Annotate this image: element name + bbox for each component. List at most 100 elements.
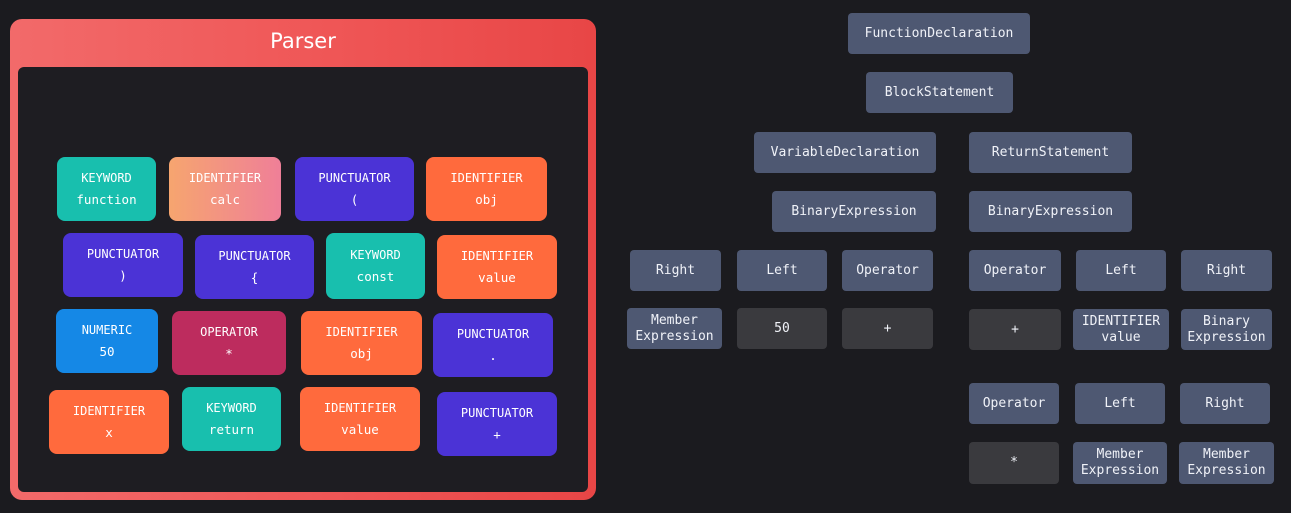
token-kind: PUNCTUATOR [218, 249, 291, 263]
token-value: value [341, 422, 379, 437]
token-kind: KEYWORD [81, 171, 132, 185]
ast-right-label: Right [1180, 383, 1270, 424]
node-label: VariableDeclaration [770, 144, 920, 160]
ast-variable-declaration: VariableDeclaration [754, 132, 936, 173]
ast-binary-expression-left: BinaryExpression [772, 191, 936, 232]
token-identifier: IDENTIFIER calc [169, 157, 281, 221]
node-label: BinaryExpression [791, 203, 917, 219]
token-identifier: IDENTIFIER obj [301, 311, 422, 375]
token-kind: PUNCTUATOR [86, 247, 160, 261]
token-identifier: IDENTIFIER value [437, 235, 557, 299]
node-value-line: + [1011, 321, 1019, 337]
node-label: Right [1206, 262, 1247, 278]
node-label: Left [766, 262, 798, 278]
token-keyword: KEYWORD return [182, 387, 281, 451]
token-punctuator: PUNCTUATOR ) [63, 233, 183, 297]
token-punctuator: PUNCTUATOR ( [295, 157, 414, 221]
token-kind: IDENTIFIER [323, 401, 397, 415]
token-keyword: KEYWORD const [326, 233, 425, 299]
ast-operator-label: Operator [842, 250, 933, 291]
node-value-line: Binary [1203, 313, 1250, 329]
ast-left-label: Left [1075, 383, 1165, 424]
node-label: ReturnStatement [991, 144, 1110, 160]
token-punctuator: PUNCTUATOR + [437, 392, 557, 456]
ast-function-declaration: FunctionDeclaration [848, 13, 1030, 54]
ast-left-label: Left [737, 250, 827, 291]
ast-operator-label: Operator [969, 383, 1059, 424]
token-value: { [250, 270, 259, 285]
token-value: const [356, 269, 395, 284]
ast-operator-value: + [842, 308, 933, 349]
node-label: Operator [983, 262, 1047, 278]
node-label: Right [1205, 395, 1245, 411]
token-identifier: IDENTIFIER obj [426, 157, 547, 221]
ast-left-label: Left [1076, 250, 1166, 291]
ast-binary-expression-right: BinaryExpression [969, 191, 1132, 232]
node-value-line: Member [651, 312, 698, 328]
token-keyword: KEYWORD function [57, 157, 156, 221]
node-label: Operator [982, 395, 1046, 411]
token-kind: IDENTIFIER [325, 325, 398, 339]
ast-operator-value: * [969, 442, 1059, 484]
token-kind: IDENTIFIER [188, 171, 262, 185]
token-kind: PUNCTUATOR [318, 171, 391, 185]
token-value: value [478, 270, 516, 285]
token-value: + [493, 427, 501, 442]
node-value-line: 50 [774, 320, 790, 336]
token-punctuator: PUNCTUATOR . [433, 313, 553, 377]
token-value: return [208, 422, 255, 437]
token-kind: KEYWORD [350, 248, 401, 262]
token-identifier: IDENTIFIER value [300, 387, 420, 451]
node-value-line: Expression [635, 328, 714, 344]
token-operator: OPERATOR * [172, 311, 286, 375]
token-punctuator: PUNCTUATOR { [195, 235, 314, 299]
parser-title: Parser [270, 29, 336, 53]
token-kind: IDENTIFIER [450, 171, 523, 185]
node-value-line: Expression [1080, 463, 1160, 478]
node-label: Right [655, 262, 696, 278]
token-value: . [489, 348, 497, 363]
ast-block-statement: BlockStatement [866, 72, 1013, 113]
token-grid: KEYWORD function IDENTIFIER calc PUNCTUA… [18, 67, 588, 492]
node-value-line: Expression [1187, 329, 1266, 345]
token-value: obj [475, 192, 498, 207]
node-value-line: Member [1203, 447, 1250, 462]
node-value-line: + [883, 320, 892, 336]
ast-right-label: Right [630, 250, 721, 291]
ast-numeric-value: 50 [737, 308, 827, 349]
token-value: * [225, 346, 233, 361]
node-label: BlockStatement [884, 84, 995, 100]
token-kind: KEYWORD [206, 401, 257, 415]
node-value-line: IDENTIFIER [1081, 313, 1161, 329]
node-label: Left [1105, 262, 1137, 278]
token-kind: NUMERIC [81, 323, 133, 337]
token-numeric: NUMERIC 50 [56, 309, 158, 373]
token-value: calc [209, 192, 241, 207]
node-value-line: Member [1096, 447, 1144, 462]
node-label: FunctionDeclaration [864, 25, 1014, 41]
token-kind: PUNCTUATOR [460, 406, 534, 420]
token-kind: IDENTIFIER [460, 249, 534, 263]
ast-operator-label: Operator [969, 250, 1061, 291]
token-value: 50 [99, 344, 115, 359]
ast-return-statement: ReturnStatement [969, 132, 1132, 173]
token-kind: OPERATOR [200, 325, 258, 339]
token-value: x [105, 425, 113, 440]
token-value: obj [350, 346, 373, 361]
token-identifier: IDENTIFIER x [49, 390, 169, 454]
node-label: Operator [856, 262, 919, 278]
node-label: BinaryExpression [987, 203, 1114, 219]
token-value: ) [119, 268, 127, 283]
token-kind: IDENTIFIER [72, 404, 146, 418]
ast-right-label: Right [1181, 250, 1272, 291]
node-value-line: * [1010, 455, 1018, 470]
ast-operator-value: + [969, 309, 1061, 350]
node-value-line: value [1101, 329, 1141, 345]
parser-panel: Parser KEYWORD function IDENTIFIER calc … [10, 19, 596, 500]
token-value: function [76, 192, 137, 207]
